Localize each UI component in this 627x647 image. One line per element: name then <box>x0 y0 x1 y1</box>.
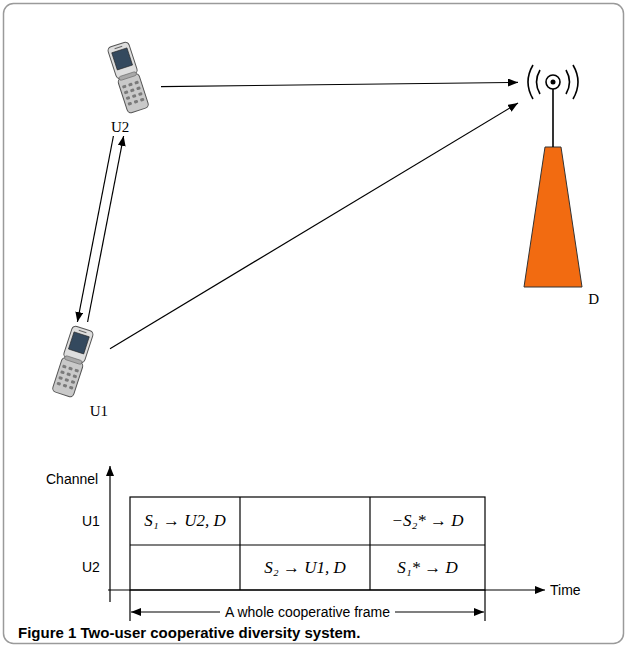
radio-wave <box>528 65 533 99</box>
row-label: U2 <box>82 559 100 576</box>
phone-key <box>134 81 139 85</box>
caption-holder: Figure 1 Two-user cooperative diversity … <box>18 624 360 641</box>
phone-key <box>126 96 131 100</box>
phone-key <box>60 370 65 374</box>
antenna-mast <box>552 89 554 147</box>
phone-speaker <box>79 330 87 332</box>
frame-label: A whole cooperative frame <box>220 604 395 621</box>
phone-key <box>128 83 133 87</box>
phone-drawing <box>98 38 158 118</box>
time-slot: S₁* → D <box>370 545 485 590</box>
phone-key <box>66 372 71 376</box>
grid-line <box>239 497 240 590</box>
tower-body <box>524 147 582 287</box>
label-holder: A whole cooperative frame <box>130 603 485 621</box>
phone-hinge <box>119 71 137 80</box>
phone-hinge <box>64 355 82 364</box>
antenna-head <box>546 75 560 89</box>
phone-key <box>56 382 61 386</box>
phone-icon <box>107 41 149 113</box>
phone-key <box>130 88 135 92</box>
label-holder: U1 <box>82 512 100 530</box>
time-slot: −S₂* → D <box>370 497 485 545</box>
schedule-grid <box>130 497 485 590</box>
slot-text: S₁ → U2, D <box>144 512 225 530</box>
phone-key <box>134 100 139 104</box>
grid-line <box>369 497 370 590</box>
time-slot: S₁ → U2, D <box>130 497 240 545</box>
link-arrow <box>110 103 518 349</box>
phone-screen <box>112 48 133 70</box>
row-label: U1 <box>82 513 100 530</box>
phone-key <box>62 365 67 369</box>
slot-text: −S₂* → D <box>391 512 463 530</box>
axis-label: Time <box>550 582 581 599</box>
slot-text: S₁* → D <box>397 559 458 577</box>
phone-speaker <box>115 46 123 48</box>
time-slot: S₂ → U1, D <box>240 545 370 590</box>
link-arrow <box>161 82 518 86</box>
phone-key <box>138 92 143 96</box>
phone-key <box>74 369 79 373</box>
figure-caption: Figure 1 Two-user cooperative diversity … <box>18 624 360 641</box>
phone-key <box>64 378 69 382</box>
label-holder: U2 <box>82 558 100 576</box>
phone-key <box>140 98 145 102</box>
mobile-user: U2 <box>95 38 161 136</box>
label-holder: Time <box>550 581 581 599</box>
phone-key <box>124 90 129 94</box>
phone-key <box>71 380 76 384</box>
phone-key <box>68 367 73 371</box>
antenna-core <box>551 80 556 85</box>
phone-key <box>132 94 137 98</box>
phone-key <box>69 386 74 390</box>
mobile-user: U1 <box>36 322 110 420</box>
radio-wave <box>537 70 541 94</box>
node-label: D <box>518 290 603 308</box>
phone-key <box>58 376 63 380</box>
radio-wave <box>566 70 570 94</box>
link-arrow <box>88 136 124 322</box>
bracket-tick <box>129 590 130 621</box>
phone-drawing <box>43 322 103 402</box>
phone-key <box>72 374 77 378</box>
phone-key <box>63 384 68 388</box>
grid-line <box>130 544 485 545</box>
station-drawing <box>518 52 603 290</box>
slot-text: S₂ → U1, D <box>264 559 345 577</box>
node-label: U2 <box>95 118 161 136</box>
figure-frame <box>4 4 624 644</box>
link-arrow <box>77 136 113 322</box>
node-label: U1 <box>36 402 110 420</box>
station-icon <box>524 65 582 287</box>
phone-screen <box>68 332 89 354</box>
phone-key <box>122 85 127 89</box>
base-station: D <box>518 52 603 308</box>
label-holder: Channel <box>46 470 98 488</box>
phone-key <box>127 102 132 106</box>
channel-axis <box>109 466 110 602</box>
radio-wave <box>573 65 578 99</box>
phone-key <box>136 86 141 90</box>
bracket-tick <box>484 590 485 621</box>
phone-icon <box>52 325 94 397</box>
axis-label: Channel <box>46 471 98 488</box>
